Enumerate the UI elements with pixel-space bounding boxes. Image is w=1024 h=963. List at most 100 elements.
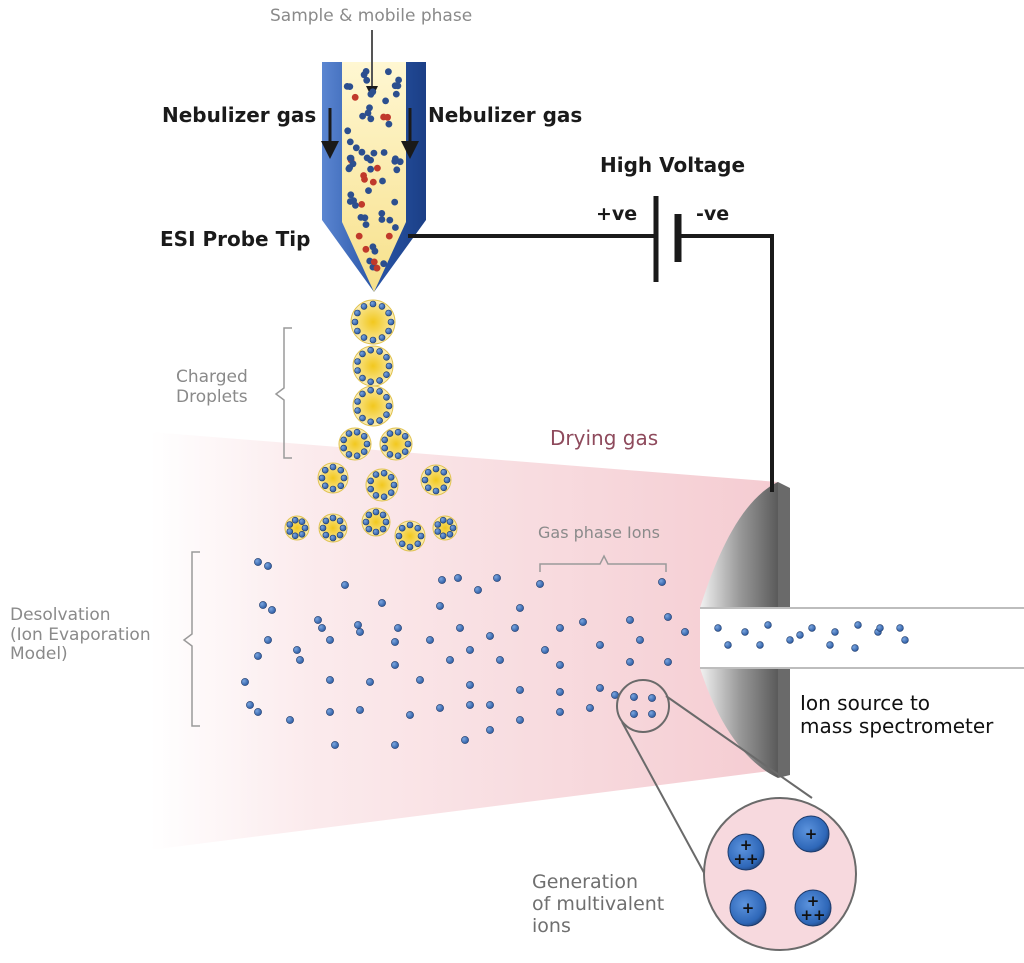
droplet-ion — [367, 485, 375, 493]
droplet-ion — [421, 476, 429, 484]
ion — [326, 636, 334, 644]
probe-particle — [382, 97, 389, 105]
droplet-ion — [432, 465, 440, 473]
probe-particle — [394, 82, 402, 90]
charged-droplets-bracket — [274, 327, 292, 459]
ion — [596, 641, 604, 649]
ion — [296, 656, 304, 664]
ion — [254, 708, 262, 716]
droplet-ion — [362, 518, 370, 526]
droplet — [350, 299, 396, 345]
droplet-ion — [398, 524, 406, 532]
probe-liquid-particles — [343, 68, 404, 272]
droplet-ion — [354, 327, 361, 335]
probe-particle — [373, 264, 381, 272]
probe-particle — [366, 104, 373, 112]
droplet-ion — [372, 528, 380, 536]
ion — [626, 658, 634, 666]
probe-particle — [371, 247, 379, 255]
charged-droplets-label: Charged Droplets — [176, 367, 248, 407]
zoom-source-ion — [630, 710, 638, 718]
capillary-ion — [786, 636, 794, 644]
ion — [286, 716, 294, 724]
droplet-ion — [298, 518, 306, 526]
zoom-source-ion — [630, 693, 638, 701]
droplet-ion — [401, 448, 409, 456]
ion — [354, 621, 362, 629]
ion — [664, 613, 672, 621]
probe-particle — [386, 216, 394, 224]
droplet-ion — [376, 377, 383, 384]
ion — [486, 726, 494, 734]
ion — [259, 601, 267, 609]
ion — [466, 646, 474, 654]
drying-gas-region — [150, 432, 778, 850]
gas-phase-ions-label: Gas phase Ions — [538, 523, 660, 542]
droplet-ion — [351, 318, 359, 326]
zoom-source-circle — [616, 679, 670, 733]
capillary-ion — [876, 624, 884, 632]
ion — [556, 708, 564, 716]
ion — [586, 704, 594, 712]
negative-terminal-label: -ve — [696, 203, 730, 225]
ion — [356, 706, 364, 714]
droplet-ion — [385, 327, 392, 335]
droplet-ion — [449, 524, 457, 532]
droplet-ion — [359, 390, 366, 398]
probe-particle — [346, 138, 354, 146]
ion — [394, 624, 402, 632]
ion — [681, 628, 689, 636]
droplet-ion — [385, 402, 393, 410]
ion — [556, 624, 564, 632]
droplet-ion — [443, 476, 451, 484]
ion — [331, 741, 339, 749]
probe-particle — [370, 149, 378, 157]
droplet-ion — [367, 386, 375, 394]
droplet-ion — [298, 530, 306, 538]
nebulizer-gas-left-label: Nebulizer gas — [162, 103, 317, 127]
ion — [264, 562, 272, 570]
ion — [466, 681, 474, 689]
ms-capillary — [700, 607, 1024, 669]
droplet-ion — [446, 530, 454, 538]
ion — [436, 704, 444, 712]
droplet-ion — [386, 451, 394, 458]
ion — [486, 632, 494, 640]
droplet-ion — [383, 371, 390, 379]
probe-particle — [378, 216, 386, 223]
droplet-ion — [378, 303, 386, 310]
droplet-ion — [301, 524, 309, 532]
desolvation-label: Desolvation (Ion Evaporation Model) — [10, 605, 151, 665]
droplet-ion — [376, 388, 383, 395]
probe-particle — [362, 245, 370, 253]
droplet-ion — [337, 482, 345, 490]
droplet-ion — [406, 521, 414, 529]
inset-multivalent-ions: ++++++++ — [727, 815, 832, 927]
droplet-ion — [339, 524, 347, 532]
ion — [406, 711, 414, 719]
multivalent-ion — [794, 889, 832, 927]
ion — [493, 574, 501, 582]
capillary-ion — [756, 641, 764, 649]
ion — [436, 602, 444, 610]
probe-particle — [369, 88, 377, 96]
droplet-ion — [369, 336, 377, 344]
ion — [391, 741, 399, 749]
droplet-ion — [291, 516, 299, 524]
droplet-ion — [359, 414, 366, 422]
high-voltage-circuit — [408, 196, 774, 492]
droplet-ion — [286, 521, 294, 528]
droplet-ion — [383, 353, 390, 361]
droplet-ion — [337, 466, 345, 474]
ion — [556, 688, 564, 696]
droplet-ion — [345, 451, 353, 458]
droplet-ion — [345, 430, 353, 437]
nebulizer-gas-right-label: Nebulizer gas — [428, 103, 583, 127]
probe-particle — [360, 172, 367, 179]
probe-particle — [384, 113, 391, 121]
ion — [536, 580, 544, 588]
probe-particle — [363, 154, 371, 162]
droplet-ion — [329, 534, 337, 542]
